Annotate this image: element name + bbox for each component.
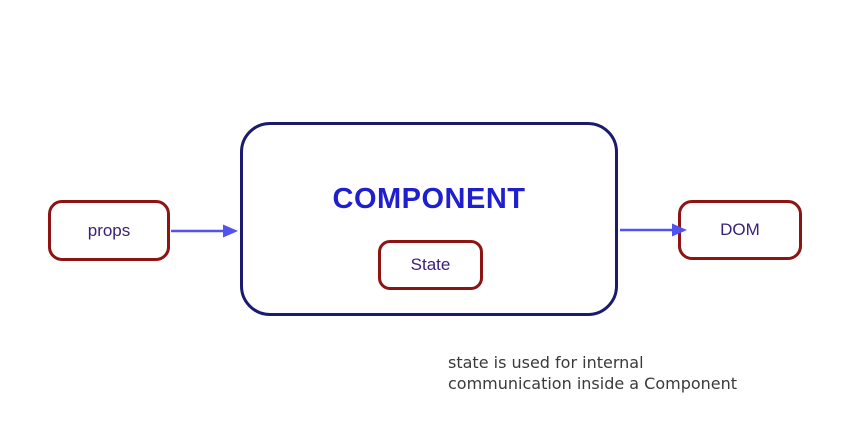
arrow-component-to-dom bbox=[620, 223, 687, 237]
arrow-props-to-component bbox=[171, 224, 238, 238]
caption-line-2: communication inside a Component bbox=[448, 374, 738, 393]
state-box-label: State bbox=[410, 255, 451, 274]
props-box-label: props bbox=[87, 220, 131, 240]
state-box: State bbox=[378, 240, 483, 290]
dom-box-label: DOM bbox=[720, 220, 760, 239]
caption: state is used for internal communication… bbox=[448, 352, 808, 394]
props-box: props bbox=[48, 200, 170, 261]
arrow-head-icon bbox=[223, 224, 238, 238]
caption-line-1: state is used for internal bbox=[448, 353, 644, 372]
dom-box: DOM bbox=[678, 200, 802, 260]
component-title: COMPONENT bbox=[332, 183, 526, 215]
arrow-head-icon bbox=[672, 223, 687, 237]
